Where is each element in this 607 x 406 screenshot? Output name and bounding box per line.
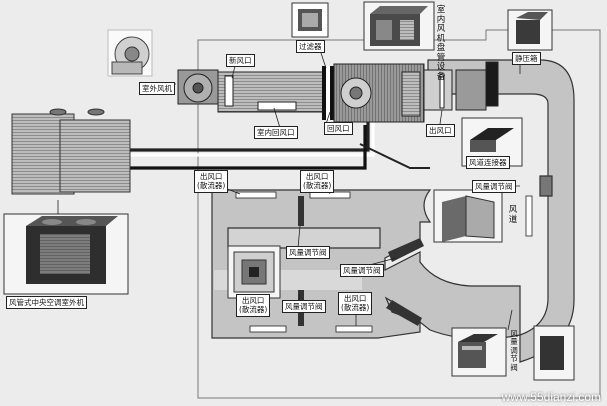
air-handler bbox=[333, 61, 499, 123]
label-fresh-air-inlet: 新风口 bbox=[226, 54, 255, 68]
label-damper-2: 风量调节阀 bbox=[286, 246, 330, 260]
damper-photo bbox=[451, 327, 507, 377]
exit-photo bbox=[533, 325, 575, 381]
label-damper-1: 风量调节阀 bbox=[472, 180, 516, 194]
label-static-box: 静压箱 bbox=[512, 52, 541, 66]
label-indoor-unit: 室内风机盘管设备 bbox=[436, 5, 446, 82]
label-duct-connector: 风道连接器 bbox=[466, 156, 510, 170]
diffuser-photo bbox=[227, 245, 281, 299]
label-outlet: 出风口 bbox=[426, 124, 455, 138]
outdoor-fan-photo bbox=[107, 29, 153, 77]
outdoor-unit-photo bbox=[3, 213, 129, 295]
label-outlet-diffuser-1: 出风口 (散流器) bbox=[194, 170, 229, 193]
static-box-photo bbox=[507, 9, 553, 51]
fan-assembly bbox=[177, 69, 219, 105]
label-outlet-diffuser-4: 出风口 (散流器) bbox=[338, 292, 373, 315]
duct-photo bbox=[433, 189, 503, 243]
label-outdoor-fan: 室外风机 bbox=[139, 82, 175, 96]
fresh-air-duct bbox=[217, 71, 327, 113]
label-duct: 风道 bbox=[508, 205, 518, 225]
label-outlet-diffuser-2: 出风口 (散流器) bbox=[300, 170, 335, 193]
indoor-unit-photo bbox=[363, 1, 435, 51]
diffuser-strips bbox=[235, 191, 533, 333]
building-outline bbox=[197, 29, 601, 399]
label-damper-3: 风量调节阀 bbox=[340, 264, 384, 278]
refrigerant-pipes bbox=[40, 110, 430, 170]
label-damper-4: 风量调节阀 bbox=[282, 300, 326, 314]
label-filter: 过滤器 bbox=[296, 40, 325, 54]
label-indoor-return: 室内回风口 bbox=[254, 126, 298, 140]
outdoor-coil-stack bbox=[11, 108, 131, 195]
label-return-inlet: 回风口 bbox=[324, 122, 353, 136]
filter-photo bbox=[291, 2, 329, 38]
filter bbox=[322, 66, 334, 120]
label-outdoor-unit: 风管式中央空调室外机 bbox=[6, 296, 87, 310]
label-outlet-diffuser-3: 出风口 (散流器) bbox=[236, 294, 271, 317]
watermark: www.55dianzi.com bbox=[501, 390, 601, 404]
label-damper-5: 风量调节阀 bbox=[510, 329, 518, 372]
